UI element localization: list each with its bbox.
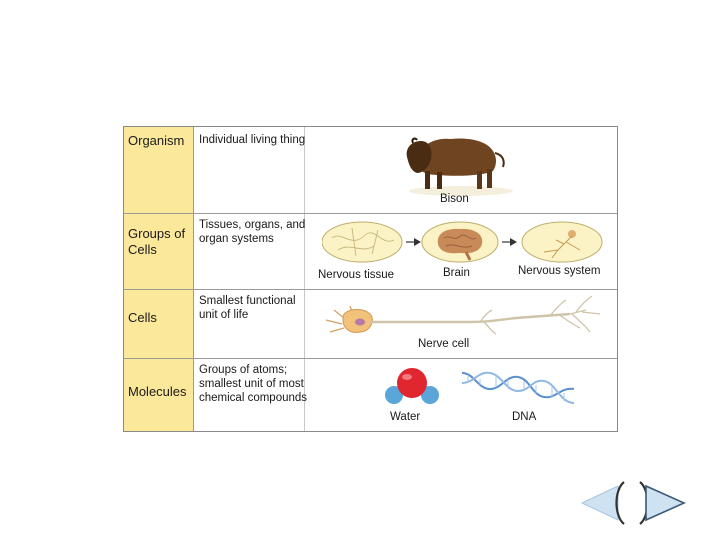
level-cell-cells: Cells [124,290,194,358]
row-molecules: Molecules Groups of atoms; smallest unit… [124,359,617,431]
nerve-cell-image [325,295,601,335]
level-label: Molecules [128,384,187,399]
caption-brain: Brain [443,267,470,279]
nervous-system-image [521,221,603,263]
nervous-tissue-image [322,221,403,263]
column-divider [194,127,305,213]
next-icon[interactable] [639,481,686,525]
caption-nerve-cell: Nerve cell [418,338,470,350]
row-cells: Cells Smallest functional unit of life N… [124,290,617,359]
level-cell-molecules: Molecules [124,359,194,431]
navigation-controls [580,481,686,525]
level-description: Tissues, organs, and organ systems [199,219,306,245]
brain-image [421,221,499,263]
level-cell-groups-of-cells: Groups of Cells [124,214,194,289]
groups-of-cells-images [322,221,603,263]
row-organism: Organism Individual living thing Bison [124,127,617,214]
caption-water: Water [390,411,421,423]
level-label: Cells [128,310,157,325]
previous-icon[interactable] [580,481,625,525]
level-label: Groups of Cells [128,226,186,257]
caption-bison: Bison [440,193,469,205]
caption-dna: DNA [512,411,537,423]
row-groups-of-cells: Groups of Cells Tissues, organs, and org… [124,214,617,290]
caption-nervous-tissue: Nervous tissue [318,269,395,281]
column-divider [194,290,305,358]
levels-of-organization-table: Organism Individual living thing Bison G… [123,126,618,432]
water-molecule-image [385,368,439,404]
dna-image [461,371,575,404]
caption-nervous-system: Nervous system [518,265,601,277]
bison-image [406,137,513,196]
level-description: Individual living thing [199,134,306,146]
level-label: Organism [128,133,185,148]
level-description: Smallest functional unit of life [199,295,296,321]
level-cell-organism: Organism [124,127,194,213]
level-description: Groups of atoms; smallest unit of most c… [199,364,308,404]
column-divider [194,214,305,289]
column-divider [194,359,305,431]
